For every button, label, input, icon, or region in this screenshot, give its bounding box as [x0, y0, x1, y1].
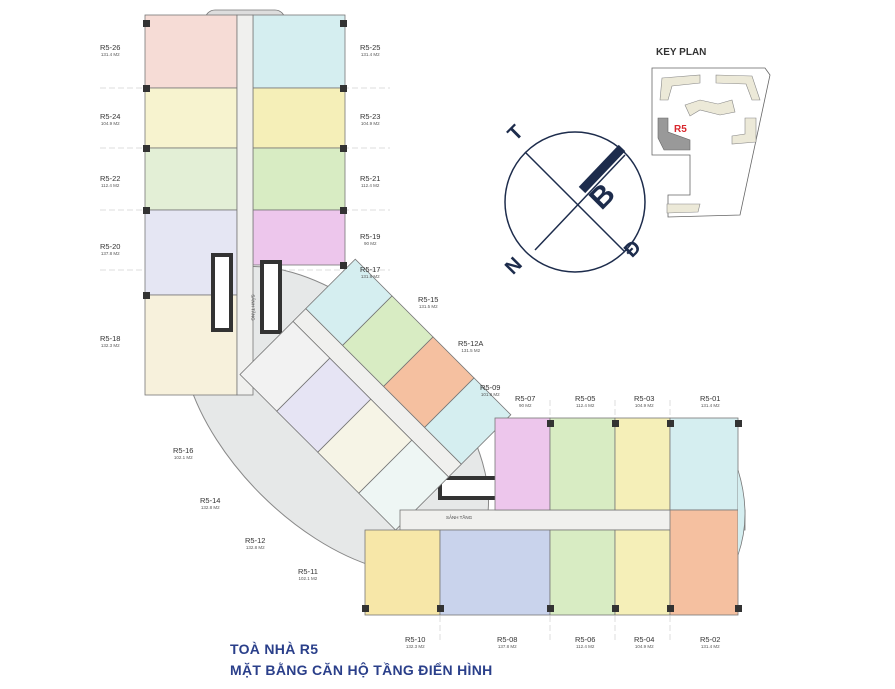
- unit-R5-25: [252, 14, 346, 89]
- unit-R5-02: [669, 509, 739, 616]
- unit-R5-21: [252, 147, 346, 211]
- lobby-label: SẢNH TẦNG: [250, 294, 256, 321]
- building-title: TOÀ NHÀ R5: [230, 641, 319, 657]
- unit-R5-26: [144, 14, 238, 89]
- unit-R5-03: [614, 417, 671, 511]
- unit-R5-06: [549, 529, 616, 616]
- unit-R5-22: [144, 147, 238, 211]
- key-plan-r5-building: [657, 117, 691, 151]
- structural-columns: [143, 20, 742, 612]
- compass-rose: [504, 131, 646, 273]
- lobby-label: SẢNH TẦNG: [446, 515, 473, 520]
- unit-R5-18: [144, 294, 238, 396]
- east-wing: [364, 417, 746, 616]
- plan-subtitle: MẶT BẰNG CĂN HỘ TẦNG ĐIỂN HÌNH: [230, 662, 493, 678]
- unit-R5-07: [494, 417, 551, 511]
- unit-R5-19: [252, 209, 346, 266]
- unit-R5-04: [614, 529, 671, 616]
- unit-R5-24: [144, 87, 238, 149]
- key-plan-r5-label: R5: [674, 124, 687, 135]
- key-plan-title: KEY PLAN: [656, 47, 707, 58]
- diagonal-wing: [239, 258, 512, 531]
- unit-R5-08: [439, 529, 551, 616]
- key-plan-map: [651, 67, 771, 218]
- unit-R5-05: [549, 417, 616, 511]
- unit-R5-01: [669, 417, 739, 511]
- unit-R5-23: [252, 87, 346, 149]
- unit-R5-10: [364, 529, 441, 616]
